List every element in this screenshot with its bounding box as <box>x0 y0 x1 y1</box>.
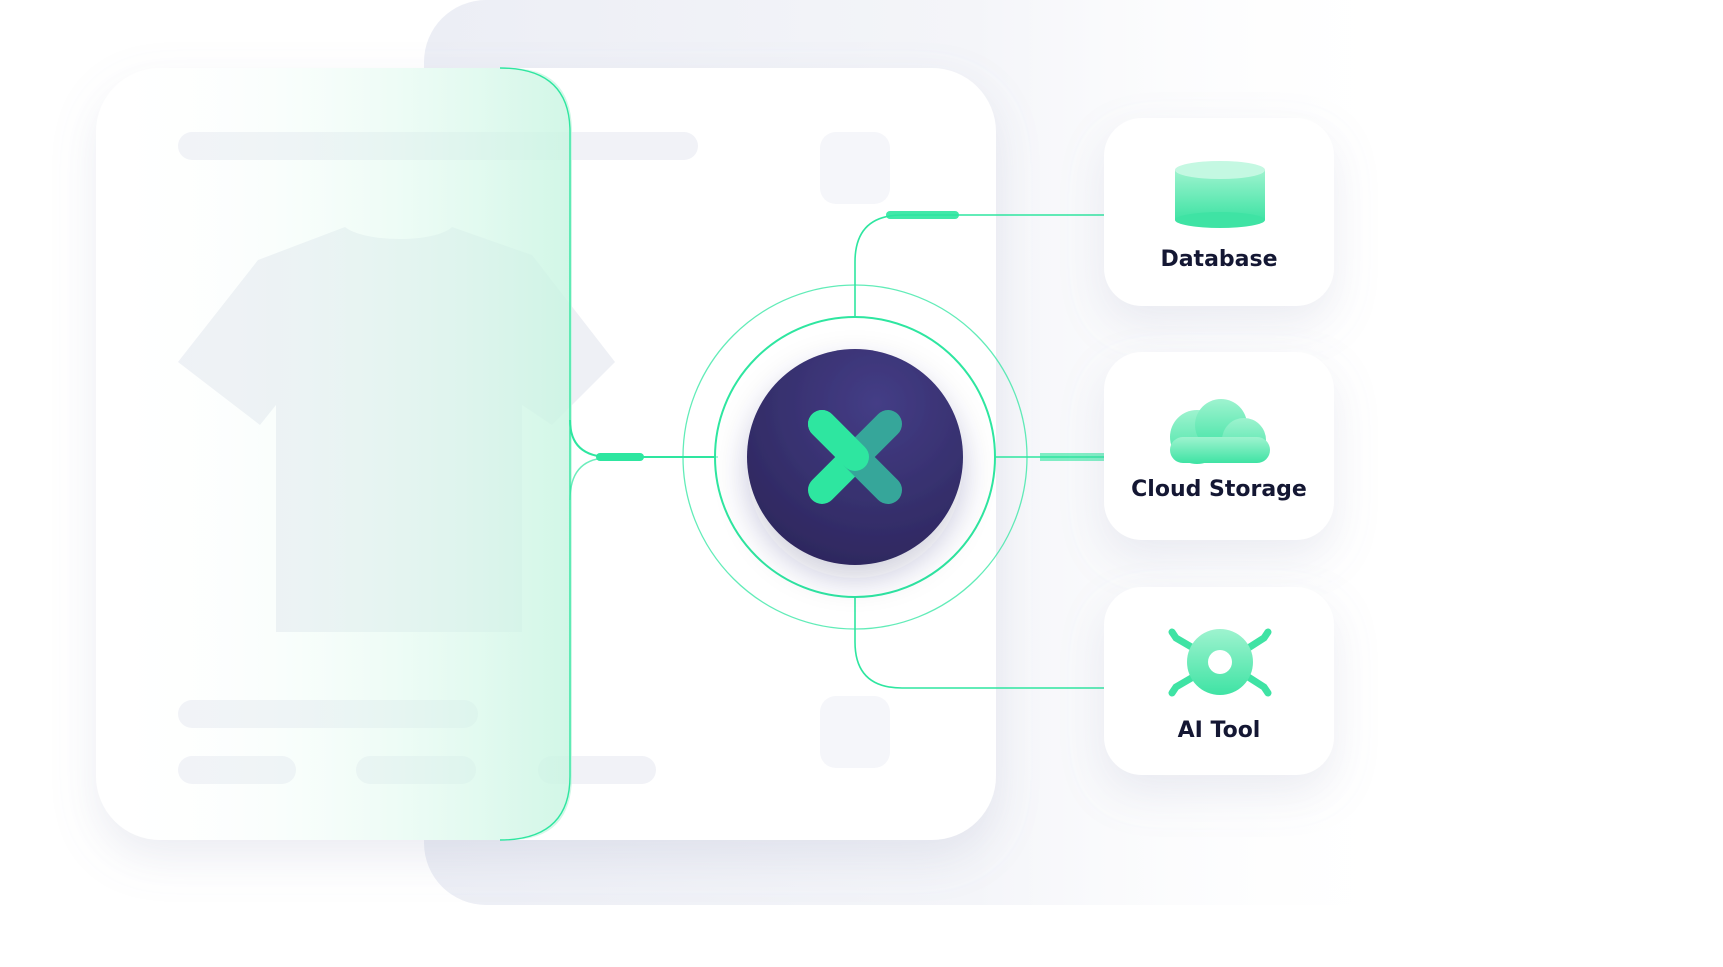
card-highlight-overlay <box>96 68 572 840</box>
node-ai-tool: AI Tool <box>1104 587 1334 775</box>
node-label: Cloud Storage <box>1131 477 1307 502</box>
database-icon <box>1175 161 1265 228</box>
ai-chip-icon <box>1168 628 1272 697</box>
overlay-edge-line <box>499 67 571 841</box>
placeholder-chip-bottom <box>820 696 890 768</box>
x-logo-icon <box>808 410 902 504</box>
node-label: Database <box>1160 247 1277 272</box>
cloud-icon <box>1170 399 1270 464</box>
node-cloud-storage: Cloud Storage <box>1104 352 1334 540</box>
node-label: AI Tool <box>1178 718 1261 743</box>
placeholder-chip-top <box>820 132 890 204</box>
node-database: Database <box>1104 118 1334 306</box>
